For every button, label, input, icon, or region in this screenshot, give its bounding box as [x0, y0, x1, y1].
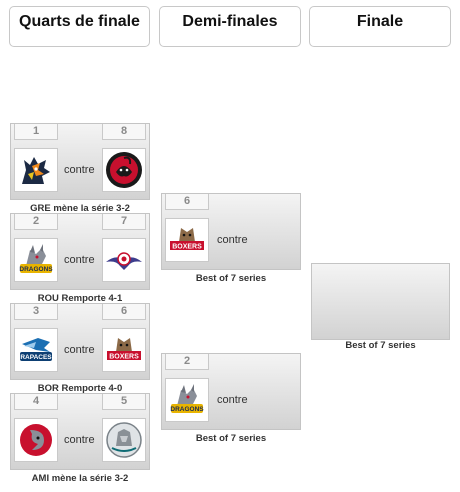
- team-logo-dragons[interactable]: DRAGONS: [165, 378, 209, 422]
- team-logo-dragons[interactable]: DRAGONS: [14, 238, 58, 282]
- series-status: ROU Remporte 4-1: [37, 293, 123, 304]
- seed-number: 8: [102, 124, 146, 140]
- quarterfinal-matchup-4[interactable]: 4 5 contre: [10, 393, 150, 470]
- team-logo-wolf[interactable]: [14, 148, 58, 192]
- team-logo-boxers[interactable]: BOXERS: [102, 328, 146, 372]
- series-status: AMI mène la série 3-2: [31, 473, 129, 484]
- gothique-logo-icon: [20, 424, 52, 456]
- quarterfinal-matchup-3[interactable]: 3 6 RAPACES contre BOXERS: [10, 303, 150, 380]
- eagle-logo-icon: [106, 252, 142, 270]
- semifinal-matchup-2[interactable]: 2 DRAGONS contre: [161, 353, 301, 430]
- header-quarterfinals: Quarts de finale: [9, 6, 150, 47]
- seed-number: 5: [102, 394, 146, 410]
- series-status: Best of 7 series: [345, 340, 416, 351]
- dragon-logo-icon: DRAGONS: [19, 244, 53, 273]
- seed-number: 6: [165, 194, 209, 210]
- wolf-logo-icon: [22, 157, 50, 184]
- seed-number: 4: [14, 394, 58, 410]
- svg-text:RAPACES: RAPACES: [20, 354, 52, 361]
- quarterfinal-matchup-2[interactable]: 2 7 DRAGONS contre: [10, 213, 150, 290]
- boxer-dog-logo-icon: BOXERS: [170, 228, 204, 250]
- semifinal-matchup-1[interactable]: 6 BOXERS contre: [161, 193, 301, 270]
- lion-logo-icon: [106, 422, 142, 458]
- series-status: Best of 7 series: [195, 273, 267, 284]
- seed-number: 3: [14, 304, 58, 320]
- versus-label: contre: [64, 434, 95, 446]
- versus-label: contre: [217, 394, 248, 406]
- seed-number: 2: [14, 214, 58, 230]
- seed-number: 6: [102, 304, 146, 320]
- series-status: BOR Remporte 4-0: [37, 383, 123, 394]
- series-status: Best of 7 series: [195, 433, 267, 444]
- team-logo-lions[interactable]: [102, 418, 146, 462]
- versus-label: contre: [64, 164, 95, 176]
- seed-number: 7: [102, 214, 146, 230]
- quarterfinal-matchup-1[interactable]: 1 8 contre: [10, 123, 150, 200]
- scorpion-logo-icon: [106, 152, 142, 188]
- team-logo-rouen-eagle[interactable]: [102, 238, 146, 282]
- header-final: Finale: [309, 6, 451, 47]
- header-semifinals: Demi-finales: [159, 6, 301, 47]
- svg-text:BOXERS: BOXERS: [109, 353, 139, 360]
- raptor-logo-icon: RAPACES: [20, 338, 52, 361]
- boxer-dog-logo-icon: BOXERS: [107, 338, 141, 360]
- seed-number: 1: [14, 124, 58, 140]
- dragon-logo-icon: DRAGONS: [170, 384, 204, 413]
- svg-text:BOXERS: BOXERS: [172, 243, 202, 250]
- team-logo-rapaces[interactable]: RAPACES: [14, 328, 58, 372]
- versus-label: contre: [64, 344, 95, 356]
- svg-text:DRAGONS: DRAGONS: [19, 266, 53, 273]
- team-logo-scorpions[interactable]: [102, 148, 146, 192]
- final-matchup[interactable]: [311, 263, 450, 340]
- team-logo-boxers[interactable]: BOXERS: [165, 218, 209, 262]
- versus-label: contre: [64, 254, 95, 266]
- svg-text:DRAGONS: DRAGONS: [170, 406, 204, 413]
- series-status: GRE mène la série 3-2: [30, 203, 130, 214]
- versus-label: contre: [217, 234, 248, 246]
- seed-number: 2: [165, 354, 209, 370]
- team-logo-amiens[interactable]: [14, 418, 58, 462]
